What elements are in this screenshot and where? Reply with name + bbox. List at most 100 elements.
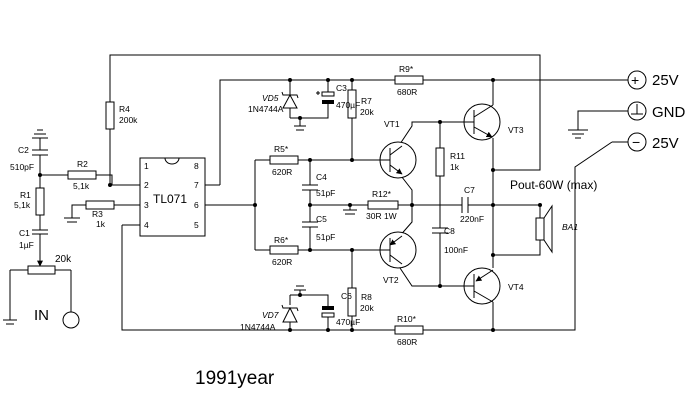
resistor-r3: R3 1k [85,200,115,229]
svg-text:200k: 200k [119,115,138,125]
svg-text:VD7: VD7 [262,310,279,320]
ic-pin-6: 6 [194,200,199,210]
transistor-vt2: VT2 [379,231,417,285]
svg-text:R6*: R6* [274,235,289,245]
svg-text:1µF: 1µF [19,240,34,250]
year-label: 1991year [195,368,275,389]
svg-text:R10*: R10* [397,314,417,324]
resistor-r8: R8 20k [347,287,374,317]
svg-text:C1: C1 [19,228,30,238]
svg-text:R9*: R9* [399,64,414,74]
capacitor-c5: C5 51pF [302,214,335,242]
ic-pin-5: 5 [194,220,199,230]
ic-pin-8: 8 [194,161,199,171]
svg-text:R12*: R12* [372,189,392,199]
resistor-r2: R2 5,1k [67,159,97,191]
input-label: IN [34,307,49,324]
supply-terminals: + 25V GND − 25V [620,70,686,152]
capacitor-c6: C6 470µF [321,291,360,327]
svg-text:R3: R3 [92,209,103,219]
svg-text:VD5: VD5 [262,93,279,103]
svg-text:1N4744A: 1N4744A [240,322,276,332]
svg-text:20k: 20k [55,254,72,265]
capacitor-c3: C3 470µF [316,83,360,112]
capacitor-c8: C8 100nF [432,226,468,256]
wires [3,54,620,331]
svg-text:470µF: 470µF [336,100,360,110]
capacitor-c1: C1 1µF [19,228,48,250]
resistor-r4: R4 200k [105,101,138,130]
svg-text:R2: R2 [77,159,88,169]
svg-text:1k: 1k [450,162,460,172]
neg-supply-label: 25V [652,135,679,152]
resistor-r11: R11 1k [435,147,465,177]
svg-text:C7: C7 [464,185,475,195]
ic-pin-2: 2 [144,180,149,190]
ic-pin-3: 3 [144,200,149,210]
svg-text:510pF: 510pF [10,162,34,172]
svg-text:C3: C3 [336,83,347,93]
transistor-vt3: VT3 [463,103,524,141]
resistor-r1: R1 5,1k [14,187,45,216]
svg-text:5,1k: 5,1k [14,200,31,210]
svg-text:620R: 620R [272,167,292,177]
svg-text:C4: C4 [316,172,327,182]
svg-text:100nF: 100nF [444,245,468,255]
resistor-r9: R9* 680R [394,64,424,97]
svg-text:51pF: 51pF [316,188,335,198]
potentiometer: 20k [10,254,72,275]
svg-text:R1: R1 [20,190,31,200]
resistor-r5: R5* 620R [269,144,299,177]
ic-pin-4: 4 [144,220,149,230]
svg-text:20k: 20k [360,303,374,313]
svg-text:R7: R7 [361,96,372,106]
resistor-r12: R12* 30R 1W [366,189,399,221]
neg-symbol: − [632,134,640,150]
capacitor-c4: C4 51pF [302,172,335,198]
svg-text:VT3: VT3 [508,125,524,135]
svg-text:470µF: 470µF [336,317,360,327]
zener-vd5: VD5 1N4744A [248,91,299,114]
capacitor-c2: C2 510pF [10,145,48,172]
svg-text:680R: 680R [397,87,417,97]
svg-text:30R 1W: 30R 1W [366,211,397,221]
output-power-label: Pout-60W (max) [510,178,597,192]
gnd-label: GND [652,104,686,121]
ic-name: TL071 [153,192,187,206]
svg-text:C5: C5 [316,214,327,224]
svg-text:VT4: VT4 [508,282,524,292]
pos-supply-label: 25V [652,72,679,89]
junctions [38,78,542,332]
svg-text:20k: 20k [360,107,374,117]
resistor-r7: R7 20k [347,89,374,119]
svg-text:R5*: R5* [274,144,289,154]
svg-text:R8: R8 [361,292,372,302]
capacitor-c7: C7 220nF [460,185,484,224]
svg-text:VT2: VT2 [383,275,399,285]
svg-text:680R: 680R [397,337,417,347]
svg-text:620R: 620R [272,257,292,267]
ic-pin-1: 1 [144,161,149,171]
speaker-ba1: BA1 [535,204,578,254]
transistor-vt1: VT1 [379,119,417,179]
svg-text:51pF: 51pF [316,232,335,242]
svg-text:1k: 1k [96,219,106,229]
svg-text:220nF: 220nF [460,214,484,224]
svg-text:5,1k: 5,1k [73,181,90,191]
svg-text:VT1: VT1 [384,119,400,129]
svg-text:1N4744A: 1N4744A [248,104,284,114]
svg-text:R11: R11 [450,151,465,161]
ic-pin-7: 7 [194,180,199,190]
svg-text:BA1: BA1 [562,222,578,232]
svg-text:R4: R4 [119,104,130,114]
resistor-r10: R10* 680R [394,314,424,347]
resistor-r6: R6* 620R [269,235,299,267]
ic-tl071: TL071 1 2 3 4 8 7 6 5 [122,157,221,237]
zener-vd7: VD7 1N4744A [240,304,299,332]
svg-text:C2: C2 [18,145,29,155]
transistor-vt4: VT4 [463,267,524,305]
svg-text:C8: C8 [444,226,455,236]
pos-symbol: + [631,72,639,88]
svg-text:C6: C6 [341,291,352,301]
